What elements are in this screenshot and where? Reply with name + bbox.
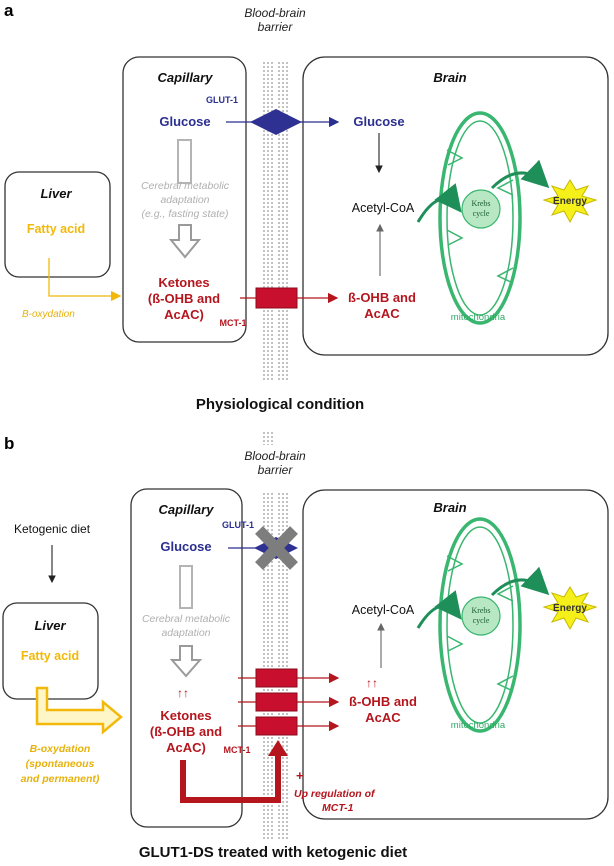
glut1-transporter-a (250, 109, 302, 135)
brain-ketone-line2-b: AcAC (365, 710, 401, 725)
brain-box-b (302, 489, 609, 820)
liver-box-b (2, 602, 99, 700)
b-oxydation-line2-b: (spontaneous (26, 758, 95, 770)
ketones-line2-b: (ß-OHB and (150, 724, 222, 739)
panel-a-letter: a (4, 1, 14, 20)
upregulation-arrowhead (268, 740, 288, 756)
energy-label-b: Energy (553, 603, 587, 614)
energy-burst-b (542, 586, 598, 631)
brain-title-b: Brain (433, 500, 466, 515)
caption-b: GLUT1-DS treated with ketogenic diet (139, 844, 407, 861)
fatty-acid-b: Fatty acid (21, 649, 79, 663)
b-oxydation-line3-b: and permanent) (21, 773, 100, 785)
b-oxydation-arrow-b (35, 686, 123, 735)
mct1-transporter-a (255, 287, 298, 309)
brain-box-a (302, 56, 609, 356)
brain-ketone-line1-a: ß-OHB and (348, 290, 416, 305)
mitochondria-b (438, 517, 522, 733)
energy-label-a: Energy (553, 196, 587, 207)
capillary-title-b: Capillary (159, 502, 215, 517)
adaptation-arrowhead-a (168, 224, 202, 259)
mct1-label-b: MCT-1 (224, 745, 251, 755)
capillary-box-b (130, 488, 243, 828)
panel-a: a Blood-brain barrier Capillary Brain Li… (4, 1, 609, 413)
ketones-line1-b: Ketones (160, 708, 211, 723)
adaptation-line3-a: (e.g., fasting state) (142, 208, 229, 220)
b-oxydation-arrow-a (48, 258, 122, 302)
bbb-label-b-line1: Blood-brain (244, 449, 306, 463)
caption-a: Physiological condition (196, 396, 364, 413)
panel-b: b Blood-brain barrier Capillary Brain Ke… (2, 432, 609, 861)
ketones-line3-b: AcAC) (166, 740, 206, 755)
brain-ketones-increase-arrows: ↑↑ (366, 676, 378, 690)
krebs-cycle-a (461, 189, 501, 229)
glut1-block-cross-icon (255, 526, 298, 570)
b-oxydation-label-a: B-oxydation (22, 309, 75, 320)
adaptation-line2-a: adaptation (160, 194, 209, 206)
acetyl-coa-a: Acetyl-CoA (352, 201, 415, 215)
acetyl-to-krebs-arrow-a (416, 183, 462, 223)
upregulation-line2: MCT-1 (322, 802, 354, 814)
adaptation-line1-b: Cerebral metabolic (142, 613, 231, 625)
bbb-label-a-line1: Blood-brain (244, 6, 306, 20)
glucose-capillary-a: Glucose (159, 114, 210, 129)
krebs-line1-b: Krebs (471, 606, 490, 615)
brain-ketone-line2-a: AcAC (364, 306, 400, 321)
liver-title-a: Liver (40, 186, 72, 201)
ketones-line3-a: AcAC) (164, 307, 204, 322)
mct1-transporter-b1 (255, 668, 298, 688)
krebs-line2-b: cycle (473, 616, 490, 625)
krebs-cycle-b (461, 596, 501, 636)
acetyl-coa-b: Acetyl-CoA (352, 603, 415, 617)
panel-b-letter: b (4, 434, 14, 453)
liver-box-a (4, 171, 111, 278)
brain-ketone-line1-b: ß-OHB and (349, 694, 417, 709)
capillary-title-a: Capillary (158, 70, 214, 85)
mitochondria-a (438, 111, 522, 325)
fatty-acid-a: Fatty acid (27, 222, 85, 236)
mct1-transporter-b3 (255, 716, 298, 736)
brain-title-a: Brain (433, 70, 466, 85)
adaptation-line1-a: Cerebral metabolic (141, 180, 230, 192)
krebs-to-energy-arrow-a (490, 159, 550, 190)
adaptation-shaft-a (177, 139, 192, 184)
bbb-label-b-line2: barrier (258, 463, 294, 477)
adaptation-shaft-b (179, 565, 193, 609)
ketones-increase-arrows: ↑↑ (177, 686, 189, 700)
b-oxydation-line1-b: B-oxydation (30, 743, 91, 755)
liver-title-b: Liver (34, 618, 66, 633)
adaptation-line2-b: adaptation (161, 627, 210, 639)
mitochondria-label-b: mitochondria (451, 720, 506, 731)
mct1-label-a: MCT-1 (220, 318, 247, 328)
upregulation-arrow (180, 752, 281, 803)
acetyl-to-krebs-arrow-b (416, 590, 462, 629)
mct1-transporter-b2 (255, 692, 298, 712)
energy-burst-a (542, 179, 598, 224)
adaptation-arrowhead-b (169, 645, 203, 678)
glucose-capillary-b: Glucose (160, 539, 211, 554)
mitochondria-label-a: mitochondria (451, 312, 506, 323)
glut1-label-a: GLUT-1 (206, 95, 238, 105)
glut1-label-b: GLUT-1 (222, 520, 254, 530)
bbb-label-a-line2: barrier (258, 20, 294, 34)
krebs-line2-a: cycle (473, 209, 490, 218)
ketones-line2-a: (ß-OHB and (148, 291, 220, 306)
capillary-box-a (122, 56, 247, 343)
krebs-to-energy-arrow-b (490, 566, 550, 597)
ketogenic-diet-label: Ketogenic diet (14, 522, 91, 536)
ketones-line1-a: Ketones (158, 275, 209, 290)
upregulation-plus: + (296, 768, 304, 783)
krebs-line1-a: Krebs (471, 199, 490, 208)
upregulation-line1: Up regulation of (294, 788, 376, 800)
glucose-brain-a: Glucose (353, 114, 404, 129)
